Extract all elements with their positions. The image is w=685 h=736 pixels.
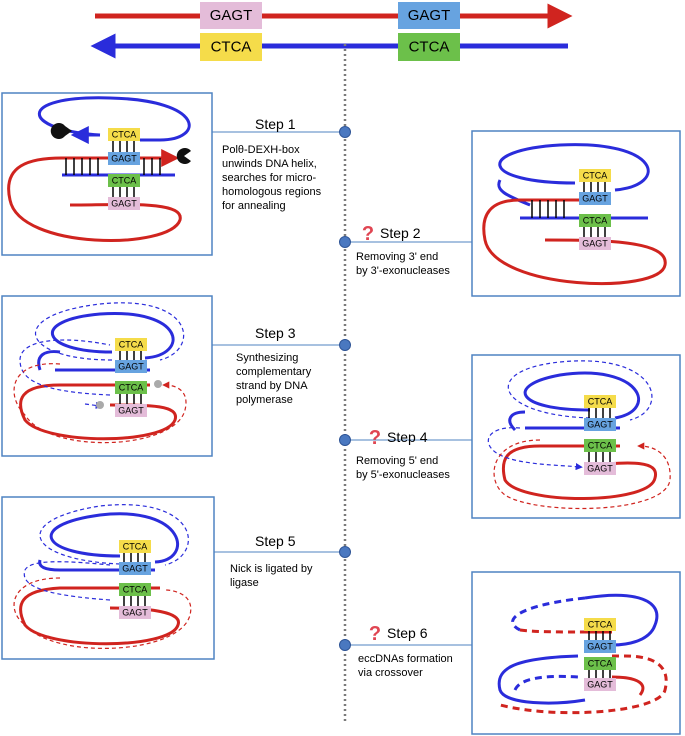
svg-text:by 5'-exonucleases: by 5'-exonucleases (356, 469, 450, 481)
svg-text:Polθ-DEXH-box: Polθ-DEXH-box (222, 144, 300, 156)
svg-text:CTCA: CTCA (588, 397, 613, 407)
svg-text:Step 4: Step 4 (387, 429, 428, 445)
svg-text:GAGT: GAGT (408, 7, 451, 24)
panel-step-6: CTCA GAGT CTCA GAGT (471, 571, 681, 735)
step-4-text: ? Step 4 Removing 5' end by 5'-exonuclea… (356, 427, 450, 481)
svg-text:by 3'-exonucleases: by 3'-exonucleases (356, 265, 450, 277)
svg-text:GAGT: GAGT (210, 7, 253, 24)
question-mark-icon: ? (369, 623, 381, 645)
svg-text:ligase: ligase (230, 577, 259, 589)
step-5-text: Step 5 Nick is ligated by ligase (230, 533, 313, 589)
svg-text:GAGT: GAGT (587, 464, 613, 474)
svg-text:via crossover: via crossover (358, 667, 423, 679)
panel-step-2: CTCA GAGT CTCA GAGT (471, 130, 681, 297)
svg-text:Removing 3' end: Removing 3' end (356, 251, 438, 263)
svg-text:Step 5: Step 5 (255, 533, 296, 549)
svg-text:complementary: complementary (236, 366, 312, 378)
svg-text:searches for micro-: searches for micro- (222, 172, 316, 184)
svg-text:CTCA: CTCA (112, 176, 137, 186)
top-blue-label-2: CTCA (398, 33, 460, 61)
svg-text:for annealing: for annealing (222, 200, 286, 212)
step-1-node (339, 126, 351, 138)
step-2-node (339, 236, 351, 248)
svg-text:Step 3: Step 3 (255, 325, 296, 341)
top-blue-label-1: CTCA (200, 33, 262, 61)
step-5-node (339, 546, 351, 558)
question-mark-icon: ? (362, 223, 374, 245)
svg-text:eccDNAs formation: eccDNAs formation (358, 653, 453, 665)
svg-text:CTCA: CTCA (211, 39, 252, 56)
svg-text:GAGT: GAGT (582, 239, 608, 249)
svg-text:Step 2: Step 2 (380, 225, 421, 241)
svg-text:CTCA: CTCA (588, 441, 613, 451)
top-red-label-2: GAGT (398, 2, 460, 29)
svg-text:GAGT: GAGT (122, 608, 148, 618)
svg-text:CTCA: CTCA (583, 216, 608, 226)
svg-text:CTCA: CTCA (112, 130, 137, 140)
svg-text:Removing 5' end: Removing 5' end (356, 455, 438, 467)
svg-text:CTCA: CTCA (409, 39, 450, 56)
question-mark-icon: ? (369, 427, 381, 449)
timeline-nodes (339, 126, 351, 651)
panel-step-1: CTCA GAGT CTCA GAGT (1, 92, 213, 256)
svg-text:CTCA: CTCA (123, 542, 148, 552)
panel-step-4: CTCA GAGT CTCA GAGT (471, 354, 681, 519)
svg-text:Synthesizing: Synthesizing (236, 352, 298, 364)
step-1-text: Step 1 Polθ-DEXH-box unwinds DNA helix, … (222, 116, 322, 212)
step-3-node (339, 339, 351, 351)
svg-text:homologous regions: homologous regions (222, 186, 322, 198)
svg-text:CTCA: CTCA (588, 659, 613, 669)
top-red-label-1: GAGT (200, 2, 262, 29)
svg-text:GAGT: GAGT (118, 406, 144, 416)
svg-text:strand by DNA: strand by DNA (236, 380, 308, 392)
svg-text:CTCA: CTCA (123, 585, 148, 595)
svg-text:polymerase: polymerase (236, 394, 293, 406)
svg-text:GAGT: GAGT (111, 154, 137, 164)
svg-text:GAGT: GAGT (118, 362, 144, 372)
panel-step-5: CTCA GAGT CTCA GAGT (1, 496, 215, 660)
svg-text:GAGT: GAGT (111, 199, 137, 209)
svg-text:GAGT: GAGT (582, 194, 608, 204)
step-2-text: ? Step 2 Removing 3' end by 3'-exonuclea… (356, 223, 450, 277)
step-4-node (339, 434, 351, 446)
svg-text:Nick is ligated by: Nick is ligated by (230, 563, 313, 575)
svg-text:Step 6: Step 6 (387, 625, 428, 641)
svg-text:CTCA: CTCA (119, 383, 144, 393)
svg-text:unwinds DNA helix,: unwinds DNA helix, (222, 158, 317, 170)
svg-text:GAGT: GAGT (587, 680, 613, 690)
svg-text:CTCA: CTCA (119, 340, 144, 350)
timeline-connectors (212, 131, 472, 646)
svg-text:CTCA: CTCA (588, 620, 613, 630)
top-dna-diagram: GAGT GAGT CTCA CTCA (90, 2, 573, 61)
svg-text:GAGT: GAGT (122, 564, 148, 574)
step-3-text: Step 3 Synthesizing complementary strand… (236, 325, 312, 406)
step-6-text: ? Step 6 eccDNAs formation via crossover (358, 623, 453, 679)
step-6-node (339, 639, 351, 651)
svg-text:GAGT: GAGT (587, 642, 613, 652)
svg-text:CTCA: CTCA (583, 171, 608, 181)
svg-text:Step 1: Step 1 (255, 116, 296, 132)
svg-text:GAGT: GAGT (587, 420, 613, 430)
panel-step-3: CTCA GAGT CTCA GAGT (1, 295, 213, 457)
